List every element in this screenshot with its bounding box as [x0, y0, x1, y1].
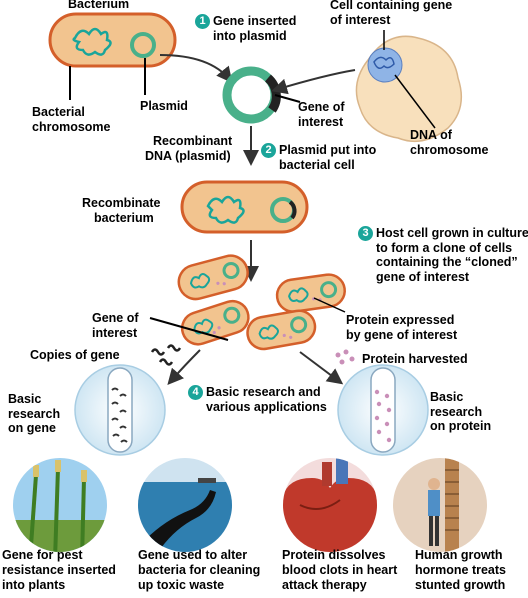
step-4-badge: 4 [188, 385, 203, 400]
step-1-badge: 1 [195, 14, 210, 29]
recombinant-plasmid [222, 66, 281, 124]
arrow-from-donor [271, 69, 356, 95]
bacterial-chromosome-dna [72, 27, 112, 56]
heart-picture [283, 458, 377, 552]
protein-harvested-label: Protein harvested [362, 352, 468, 366]
plasmid-ring-small [130, 32, 156, 58]
gene-copies [150, 344, 182, 366]
dna-pointer [394, 74, 436, 129]
donor-cell [355, 35, 463, 143]
plasmid-label: Plasmid [140, 99, 188, 113]
protein-pointer [313, 297, 346, 313]
gene-pointer-top [274, 94, 301, 103]
arrow-to-plasmid [159, 54, 233, 84]
recombinate-bacterium [180, 180, 309, 234]
protein-research-circle [337, 364, 429, 456]
donor-dna [373, 56, 395, 69]
height-chart-picture [393, 458, 487, 552]
step-3-badge: 3 [358, 226, 373, 241]
corn-plants-picture [13, 458, 107, 552]
clone-cells [177, 254, 346, 351]
gene-pointer-mid [149, 317, 229, 341]
copies-of-gene-label: Copies of gene [30, 348, 120, 362]
protein-harvested-dots [335, 349, 355, 365]
arrow-to-protein-research [299, 351, 344, 385]
step-2-badge: 2 [261, 143, 276, 158]
arrow-to-gene-research [167, 349, 201, 385]
gene-research-circle [74, 364, 166, 456]
bacterium-label: Bacterium [68, 0, 130, 11]
bacterium-top [48, 12, 177, 68]
oil-spill-picture [138, 458, 232, 552]
